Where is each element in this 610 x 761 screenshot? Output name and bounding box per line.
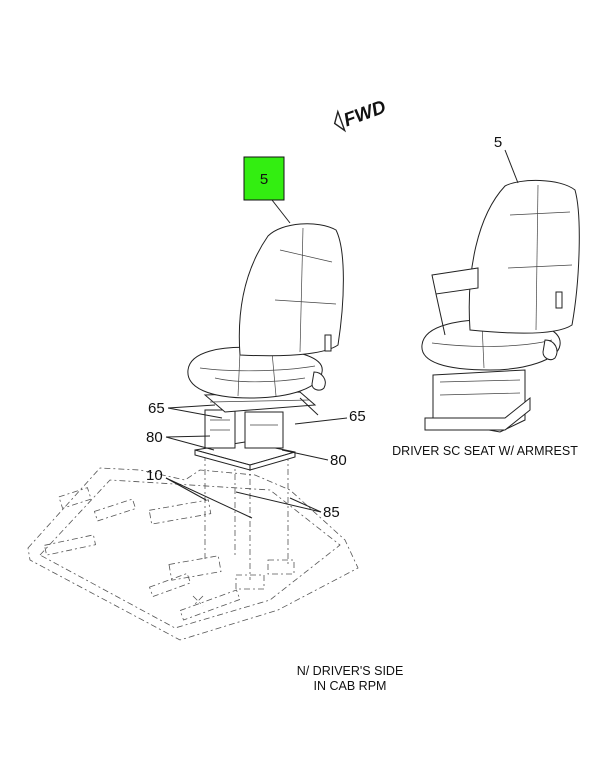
callout-5-armrest[interactable]: 5 <box>494 134 502 151</box>
callout-65-right[interactable]: 65 <box>349 408 366 425</box>
leader-80-left-b <box>165 436 215 451</box>
highlight-callout-box[interactable] <box>243 156 285 201</box>
leader-65-right <box>294 417 348 425</box>
leader-80-right <box>281 449 329 461</box>
callout-65-left[interactable]: 65 <box>148 400 165 417</box>
fwd-label: FWD <box>341 97 389 132</box>
armrest-seat-caption: DRIVER SC SEAT W/ ARMREST <box>392 444 578 458</box>
cab-floor-panel <box>27 467 359 641</box>
leader-10-b <box>165 477 253 519</box>
leader-5-armrest <box>504 149 519 184</box>
leader-10-a <box>165 477 207 501</box>
seat-mounting-base <box>194 409 296 471</box>
driver-seat-illustration <box>187 223 344 416</box>
callout-80-right[interactable]: 80 <box>330 452 347 469</box>
armrest-seat-illustration <box>421 179 580 433</box>
callout-85[interactable]: 85 <box>323 504 340 521</box>
callout-10[interactable]: 10 <box>146 467 163 484</box>
leader-65-left-b <box>167 407 223 419</box>
fwd-arrow-icon <box>333 109 347 133</box>
leader-80-left-a <box>165 435 211 438</box>
mount-projection-lines <box>204 455 289 580</box>
leader-65-left-a <box>167 404 216 409</box>
leader-5-highlight <box>271 199 291 224</box>
callout-5-highlight[interactable]: 5 <box>260 171 268 188</box>
fwd-indicator: FWD <box>333 97 389 133</box>
leader-85-b <box>289 497 322 513</box>
callout-80-left[interactable]: 80 <box>146 429 163 446</box>
note-line-2: IN CAB RPM <box>314 679 387 693</box>
note-line-1: N/ DRIVER'S SIDE <box>297 664 404 678</box>
leader-85-a <box>235 491 322 513</box>
